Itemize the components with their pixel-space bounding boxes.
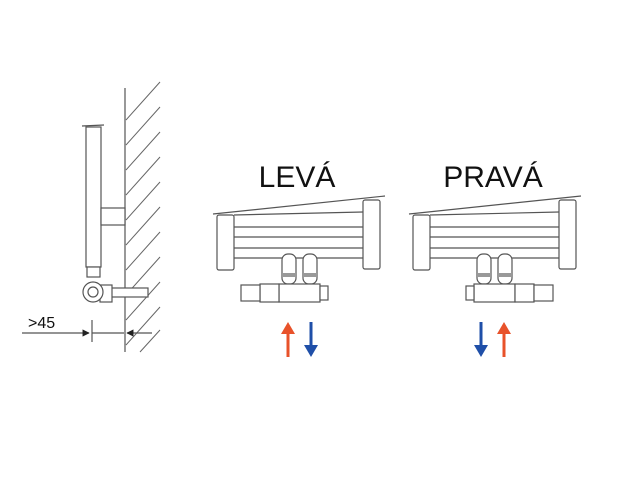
right-variant-label: PRAVÁ	[443, 161, 542, 194]
valve-assembly-right	[465, 253, 554, 303]
flow-arrow-hot-up	[497, 322, 511, 357]
wall-bracket	[100, 207, 126, 226]
wall-pipe	[109, 287, 149, 298]
radiator-side-tube	[85, 126, 102, 268]
flow-arrow-cold-down	[304, 322, 318, 357]
valve-assembly-left	[240, 253, 329, 303]
flow-arrow-cold-down	[474, 322, 488, 357]
right-variant: PRAVÁ	[408, 161, 582, 357]
left-variant: LEVÁ	[212, 161, 386, 357]
side-view: >45	[22, 81, 161, 353]
radiator-left	[212, 195, 386, 271]
left-variant-label: LEVÁ	[259, 161, 336, 194]
dimension-label: >45	[28, 315, 55, 332]
wall-hatching	[125, 81, 161, 353]
radiator-right	[408, 195, 582, 271]
flow-arrow-hot-up	[281, 322, 295, 357]
